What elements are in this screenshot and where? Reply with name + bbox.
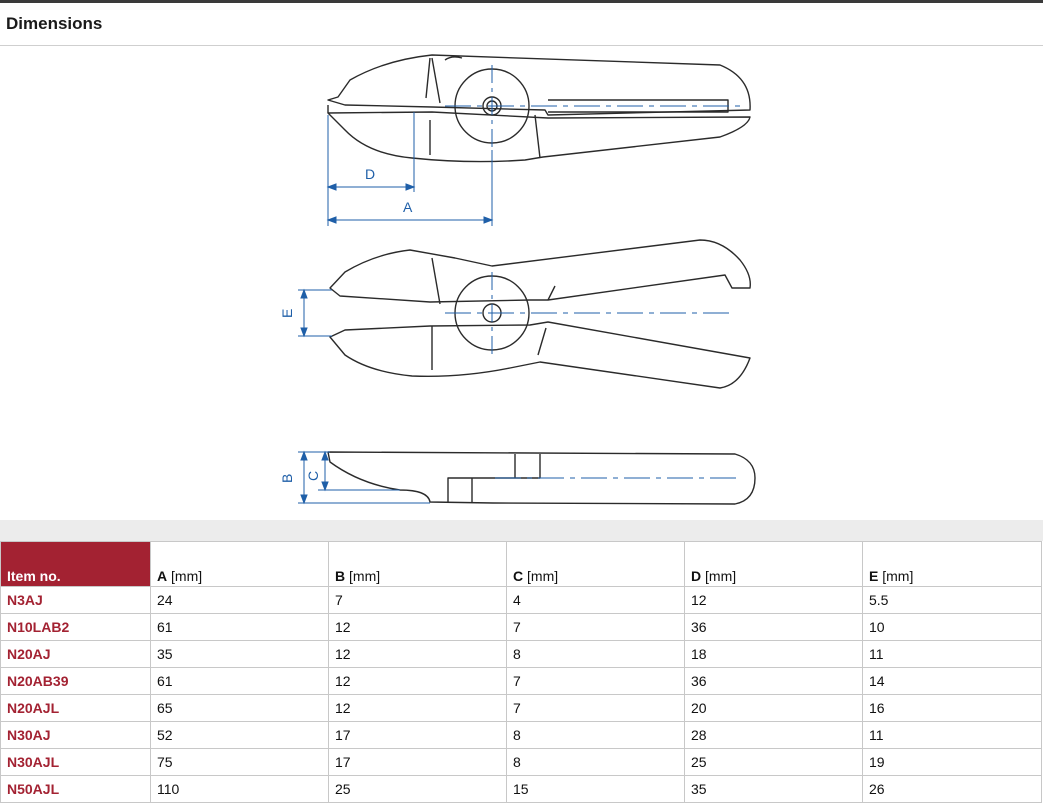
- middle-view-inner-contour: [431, 257, 556, 370]
- c-cell: 8: [506, 640, 685, 668]
- d-cell: 36: [684, 613, 863, 641]
- table-row: N3AJ 24 7 4 12 5.5: [0, 586, 1042, 614]
- table-row: N30AJL 75 17 8 25 19: [0, 748, 1042, 776]
- item-no-cell: N20AJL: [0, 694, 151, 722]
- c-cell: 8: [506, 748, 685, 776]
- top-view-inner-contour-left: [425, 57, 441, 155]
- table-row: N20AJL 65 12 7 20 16: [0, 694, 1042, 722]
- table-row: N20AB39 61 12 7 36 14: [0, 667, 1042, 695]
- dimension-drawing-svg: D A E B C: [279, 54, 756, 505]
- dimension-d: [326, 183, 416, 191]
- d-cell: 18: [684, 640, 863, 668]
- e-cell: 5.5: [862, 586, 1042, 614]
- item-no-cell: N30AJ: [0, 721, 151, 749]
- d-cell: 20: [684, 694, 863, 722]
- dimension-b-c: [298, 450, 430, 505]
- a-cell: 35: [150, 640, 329, 668]
- d-cell: 12: [684, 586, 863, 614]
- e-cell: 11: [862, 640, 1042, 668]
- e-cell: 14: [862, 667, 1042, 695]
- header-e: E [mm]: [862, 541, 1042, 587]
- d-cell: 25: [684, 748, 863, 776]
- c-cell: 8: [506, 721, 685, 749]
- c-cell: 4: [506, 586, 685, 614]
- section-header: Dimensions: [0, 3, 1043, 46]
- bottom-view-body: [327, 451, 756, 505]
- d-cell: 35: [684, 775, 863, 803]
- a-cell: 52: [150, 721, 329, 749]
- c-cell: 7: [506, 667, 685, 695]
- header-c: C [mm]: [506, 541, 685, 587]
- d-cell: 36: [684, 667, 863, 695]
- table-separator-band: [0, 520, 1043, 541]
- label-c: C: [305, 471, 321, 481]
- middle-view: [329, 239, 751, 389]
- item-no-cell: N30AJL: [0, 748, 151, 776]
- dimension-a: [326, 216, 494, 224]
- a-cell: 61: [150, 667, 329, 695]
- top-view-lower-blade: [327, 111, 751, 163]
- bottom-view-step: [447, 454, 541, 502]
- e-cell: 26: [862, 775, 1042, 803]
- header-b: B [mm]: [328, 541, 507, 587]
- c-cell: 7: [506, 613, 685, 641]
- centerlines: [445, 65, 740, 479]
- table-row: N10LAB2 61 12 7 36 10: [0, 613, 1042, 641]
- b-cell: 25: [328, 775, 507, 803]
- item-no-cell: N3AJ: [0, 586, 151, 614]
- label-a: A: [403, 199, 413, 215]
- item-no-cell: N10LAB2: [0, 613, 151, 641]
- top-rule: [0, 0, 1043, 3]
- label-e: E: [279, 309, 295, 318]
- middle-view-upper-blade: [329, 239, 751, 303]
- middle-view-lower-blade: [329, 321, 751, 389]
- item-no-cell: N20AJ: [0, 640, 151, 668]
- top-view-hub-shoulder: [444, 56, 541, 159]
- b-cell: 12: [328, 640, 507, 668]
- e-cell: 11: [862, 721, 1042, 749]
- c-cell: 15: [506, 775, 685, 803]
- dimensions-table: Item no. A [mm] B [mm] C [mm] D [mm] E […: [0, 541, 1042, 803]
- top-extension-lines: [327, 112, 493, 226]
- table-row: N30AJ 52 17 8 28 11: [0, 721, 1042, 749]
- b-cell: 12: [328, 694, 507, 722]
- dimension-e: [298, 288, 332, 338]
- a-cell: 65: [150, 694, 329, 722]
- header-item-no: Item no.: [0, 541, 151, 587]
- b-cell: 7: [328, 586, 507, 614]
- e-cell: 19: [862, 748, 1042, 776]
- item-no-cell: N50AJL: [0, 775, 151, 803]
- a-cell: 24: [150, 586, 329, 614]
- a-cell: 61: [150, 613, 329, 641]
- table-row: N50AJL 110 25 15 35 26: [0, 775, 1042, 803]
- a-cell: 110: [150, 775, 329, 803]
- item-no-cell: N20AB39: [0, 667, 151, 695]
- a-cell: 75: [150, 748, 329, 776]
- header-d: D [mm]: [684, 541, 863, 587]
- table-row: N20AJ 35 12 8 18 11: [0, 640, 1042, 668]
- label-b: B: [279, 474, 295, 483]
- e-cell: 10: [862, 613, 1042, 641]
- e-cell: 16: [862, 694, 1042, 722]
- b-cell: 12: [328, 667, 507, 695]
- label-d: D: [365, 166, 375, 182]
- section-title: Dimensions: [6, 14, 103, 33]
- b-cell: 12: [328, 613, 507, 641]
- top-view: [327, 54, 751, 163]
- top-view-upper-blade: [327, 54, 751, 116]
- b-cell: 17: [328, 721, 507, 749]
- technical-drawing: D A E B C: [0, 46, 1043, 520]
- header-a: A [mm]: [150, 541, 329, 587]
- c-cell: 7: [506, 694, 685, 722]
- table-header-row: Item no. A [mm] B [mm] C [mm] D [mm] E […: [0, 541, 1042, 587]
- d-cell: 28: [684, 721, 863, 749]
- b-cell: 17: [328, 748, 507, 776]
